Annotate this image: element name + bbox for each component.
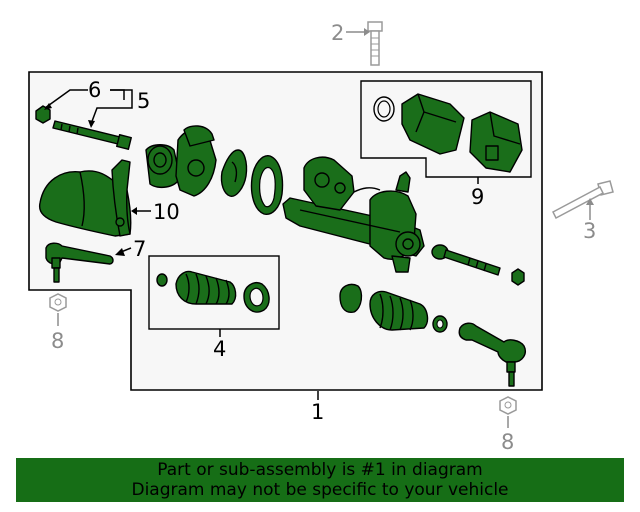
- banner-line-1: Part or sub-assembly is #1 in diagram: [157, 460, 483, 480]
- control-module-9[interactable]: [401, 93, 523, 173]
- nut-8-right[interactable]: [499, 396, 517, 415]
- drive-belt[interactable]: [250, 155, 284, 215]
- banner-line-2: Diagram may not be specific to your vehi…: [131, 480, 509, 500]
- tie-rod-end-right[interactable]: [458, 322, 526, 387]
- info-banner: Part or sub-assembly is #1 in diagram Di…: [16, 458, 624, 502]
- inner-tie-rod[interactable]: [431, 244, 525, 286]
- callout-10: 10: [153, 200, 180, 224]
- steering-motor[interactable]: [145, 125, 217, 197]
- callout-7: 7: [133, 237, 146, 261]
- parts-diagram: 2 3 8 8 6 5 10: [28, 21, 614, 454]
- stud-bolt-5[interactable]: [52, 120, 132, 150]
- nut-6[interactable]: [35, 105, 51, 124]
- callout-1: 1: [311, 400, 324, 424]
- boot-kit-4[interactable]: [156, 270, 270, 313]
- seal-ring-9[interactable]: [373, 96, 395, 122]
- callout-8-left: 8: [51, 329, 64, 353]
- callout-5: 5: [137, 89, 150, 113]
- heat-shield-10[interactable]: [38, 159, 132, 237]
- tie-rod-end-7[interactable]: [45, 242, 114, 283]
- nut-8-left[interactable]: [49, 293, 67, 312]
- callout-6: 6: [88, 78, 101, 102]
- callout-8-right: 8: [501, 430, 514, 454]
- callout-4: 4: [213, 337, 226, 361]
- motor-seal[interactable]: [220, 149, 248, 197]
- callout-9: 9: [471, 185, 484, 209]
- callout-3: 3: [583, 219, 596, 243]
- rack-boot-right[interactable]: [339, 283, 448, 333]
- bolt-3[interactable]: [552, 180, 614, 220]
- steering-rack[interactable]: [282, 156, 425, 273]
- bolt-2[interactable]: [367, 21, 383, 66]
- callout-2: 2: [331, 21, 344, 45]
